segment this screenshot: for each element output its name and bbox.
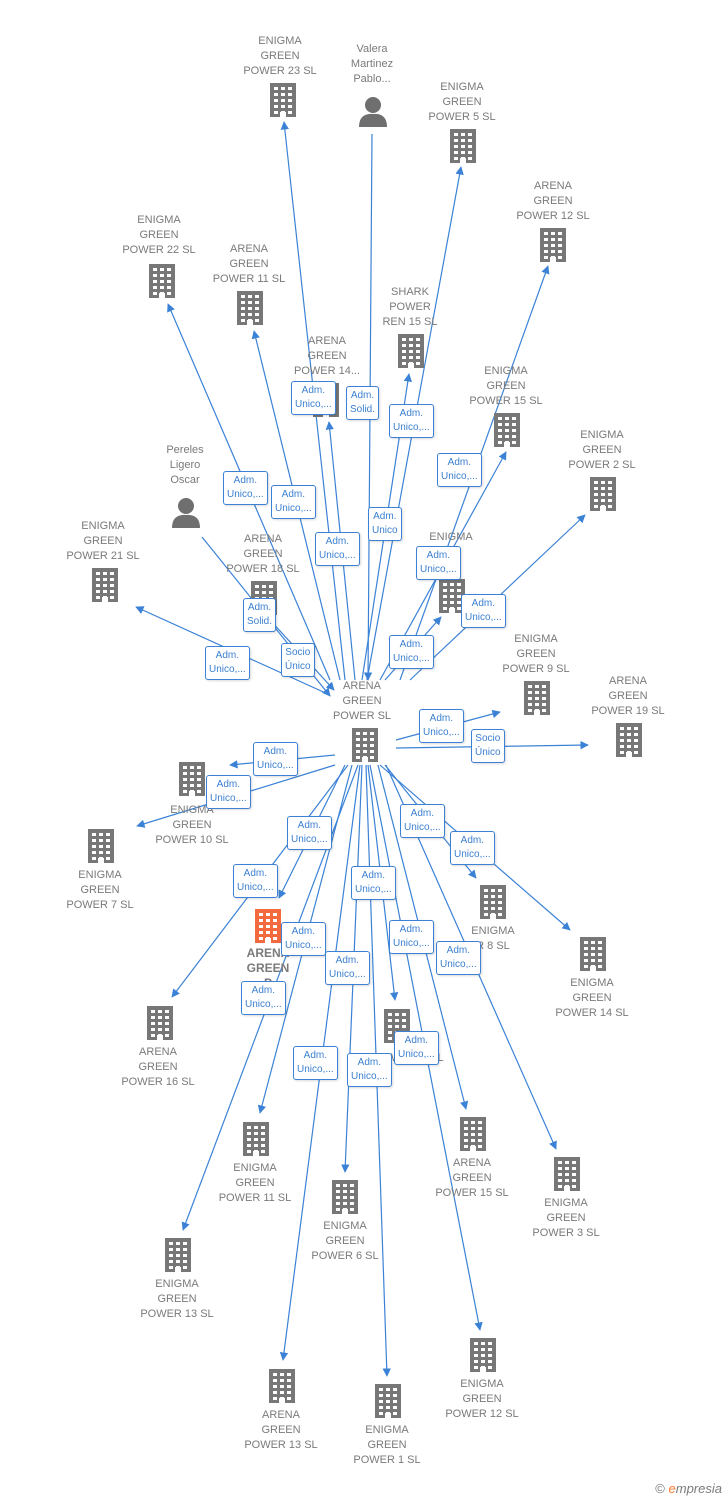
edge-label-ag_sl-shark[interactable]: Adm. Unico bbox=[368, 507, 402, 541]
edge-label-ag_sl-eg14[interactable]: Adm. Unico,... bbox=[450, 831, 495, 865]
building-icon-eg21[interactable] bbox=[92, 568, 118, 602]
edge-label-ag_sl-ag16[interactable]: Adm. Unico,... bbox=[233, 864, 278, 898]
edge-label-ag_sl-ag15[interactable]: Adm. Unico,... bbox=[389, 920, 434, 954]
node-label-eg12: ENIGMA GREEN POWER 12 SL bbox=[445, 1378, 519, 1420]
edge-label-ag_sl-eg12[interactable]: Adm. Unico,... bbox=[394, 1031, 439, 1065]
building-icon-eg14[interactable] bbox=[580, 937, 606, 971]
building-icon-eg9[interactable] bbox=[524, 681, 550, 715]
node-label-eg22: ENIGMA GREEN POWER 22 SL bbox=[122, 214, 196, 256]
building-icon-ag11t[interactable] bbox=[237, 291, 263, 325]
building-icon-eg6[interactable] bbox=[332, 1180, 358, 1214]
building-icon-eg23[interactable] bbox=[270, 83, 296, 117]
building-icon-eg12[interactable] bbox=[470, 1338, 496, 1372]
edge-label-ag_sl-ag14[interactable]: Adm. Unico,... bbox=[315, 532, 360, 566]
edge-label-ag_sl-eg23[interactable]: Adm. Unico,... bbox=[291, 381, 336, 415]
building-icon-eg10[interactable] bbox=[179, 762, 205, 796]
edge-label-ag_sl-eg21[interactable]: Adm. Unico,... bbox=[205, 646, 250, 680]
node-label-ag13: ARENA GREEN POWER 13 SL bbox=[244, 1409, 318, 1451]
node-label-ag11t: ARENA GREEN POWER 11 SL bbox=[212, 243, 286, 285]
building-icon-shark[interactable] bbox=[398, 334, 424, 368]
node-label-eg9: ENIGMA GREEN POWER 9 SL bbox=[502, 633, 570, 675]
node-label-eg23: ENIGMA GREEN POWER 23 SL bbox=[243, 35, 317, 77]
edge-label-ag_sl-eg15[interactable]: Adm. Unico,... bbox=[416, 546, 461, 580]
node-label-eg14: ENIGMA GREEN POWER 14 SL bbox=[555, 977, 629, 1019]
building-icon-eg3[interactable] bbox=[554, 1157, 580, 1191]
edge-label-ag_sl-eg11[interactable]: Adm. Unico,... bbox=[281, 922, 326, 956]
edge-label-ag_sl-ag_hl[interactable]: Adm. Unico,... bbox=[287, 816, 332, 850]
building-icon-ag_sl[interactable] bbox=[352, 728, 378, 762]
building-icon-ag16[interactable] bbox=[147, 1006, 173, 1040]
person-icon-valera[interactable] bbox=[359, 97, 387, 127]
edge-label-ag_sl-eg22[interactable]: Adm. Unico,... bbox=[223, 471, 268, 505]
building-icon-ag19[interactable] bbox=[616, 723, 642, 757]
node-label-eg7: ENIGMA GREEN POWER 7 SL bbox=[66, 869, 134, 911]
edge-label-ag_sl-eg13[interactable]: Adm. Unico,... bbox=[241, 981, 286, 1015]
edge-label-ag_sl-eg5[interactable]: Adm. Unico,... bbox=[389, 404, 434, 438]
edge-label-ag_sl-ag17[interactable]: Adm. Unico,... bbox=[351, 866, 396, 900]
edge-label-ag_sl-ag13[interactable]: Adm. Unico,... bbox=[293, 1046, 338, 1080]
edge-label-ag_sl-ag12t[interactable]: Adm. Unico,... bbox=[437, 453, 482, 487]
empresia-logo[interactable]: © empresia bbox=[655, 1481, 722, 1496]
building-icon-ag12t[interactable] bbox=[540, 228, 566, 262]
building-icon-ag13[interactable] bbox=[269, 1369, 295, 1403]
edge-label-ag_sl-eg6[interactable]: Adm. Unico,... bbox=[325, 951, 370, 985]
node-label-shark: SHARK POWER REN 15 SL bbox=[382, 286, 438, 328]
edge-label-valera-ag_sl[interactable]: Adm. Solid. bbox=[346, 386, 380, 420]
node-label-ag16: ARENA GREEN POWER 16 SL bbox=[121, 1046, 195, 1088]
building-icon-ag15[interactable] bbox=[460, 1117, 486, 1151]
node-label-eg13: ENIGMA GREEN POWER 13 SL bbox=[140, 1278, 214, 1320]
person-icon-pereles[interactable] bbox=[172, 498, 200, 528]
building-icon-egx[interactable] bbox=[439, 579, 465, 613]
node-label-eg10: ENIGMA GREEN POWER 10 SL bbox=[155, 804, 229, 846]
building-icon-eg13[interactable] bbox=[165, 1238, 191, 1272]
node-label-ag15: ARENA GREEN POWER 15 SL bbox=[435, 1157, 509, 1199]
edge-label-ag_sl-eg7[interactable]: Adm. Unico,... bbox=[206, 775, 251, 809]
node-label-eg6: ENIGMA GREEN POWER 6 SL bbox=[311, 1220, 379, 1262]
edge-label-ag_sl-eg3[interactable]: Adm. Unico,... bbox=[436, 941, 481, 975]
brand-rest: mpresia bbox=[675, 1481, 722, 1496]
edge-label-ag_sl-eg2[interactable]: Adm. Unico,... bbox=[461, 594, 506, 628]
node-label-eg21: ENIGMA GREEN POWER 21 SL bbox=[66, 520, 140, 562]
node-label-ag18: ARENA GREEN POWER 18 SL bbox=[226, 533, 300, 575]
node-label-eg15: ENIGMA GREEN POWER 15 SL bbox=[469, 365, 543, 407]
building-icon-eg11[interactable] bbox=[243, 1122, 269, 1156]
node-label-ag14: ARENA GREEN POWER 14... bbox=[293, 335, 361, 377]
edge-label-ag_sl-ag19[interactable]: Socio Único bbox=[471, 729, 505, 763]
node-label-eg11: ENIGMA GREEN POWER 11 SL bbox=[218, 1162, 292, 1204]
building-icon-eg2[interactable] bbox=[590, 477, 616, 511]
building-icon-eg15[interactable] bbox=[494, 413, 520, 447]
building-icon-eg5[interactable] bbox=[450, 129, 476, 163]
copyright-symbol: © bbox=[655, 1481, 665, 1496]
node-label-eg3: ENIGMA GREEN POWER 3 SL bbox=[532, 1197, 600, 1239]
node-label-ag_sl: ARENA GREEN POWER SL bbox=[332, 680, 392, 722]
building-icon-eg22[interactable] bbox=[149, 264, 175, 298]
node-label-eg5: ENIGMA GREEN POWER 5 SL bbox=[428, 81, 496, 123]
edge-label-pereles-ag_sl[interactable]: Adm. Solid. bbox=[243, 598, 277, 632]
node-label-ag12t: ARENA GREEN POWER 12 SL bbox=[516, 180, 590, 222]
building-icon-ag_hl[interactable] bbox=[255, 909, 281, 943]
edge-label-ag18-ag_sl[interactable]: Socio Único bbox=[281, 643, 315, 677]
brand-first-letter: e bbox=[668, 1481, 676, 1496]
edge-label-ag_sl-ag11t[interactable]: Adm. Unico,... bbox=[271, 485, 316, 519]
edge-label-ag_sl-egx[interactable]: Adm. Unico,... bbox=[389, 635, 434, 669]
node-label-pereles: Pereles Ligero Oscar bbox=[166, 444, 204, 486]
node-label-eg1: ENIGMA GREEN POWER 1 SL bbox=[353, 1424, 421, 1466]
edge-label-ag_sl-eg8[interactable]: Adm. Unico,... bbox=[400, 804, 445, 838]
edge-label-ag_sl-eg10[interactable]: Adm. Unico,... bbox=[253, 742, 298, 776]
building-icon-eg1[interactable] bbox=[375, 1384, 401, 1418]
node-label-eg2: ENIGMA GREEN POWER 2 SL bbox=[568, 429, 636, 471]
building-icon-eg8[interactable] bbox=[480, 885, 506, 919]
building-icon-eg7[interactable] bbox=[88, 829, 114, 863]
edge-label-ag_sl-eg1[interactable]: Adm. Unico,... bbox=[347, 1053, 392, 1087]
node-label-ag19: ARENA GREEN POWER 19 SL bbox=[591, 675, 665, 717]
edge-label-ag_sl-eg9[interactable]: Adm. Unico,... bbox=[419, 709, 464, 743]
node-label-valera: Valera Martinez Pablo... bbox=[350, 43, 394, 85]
